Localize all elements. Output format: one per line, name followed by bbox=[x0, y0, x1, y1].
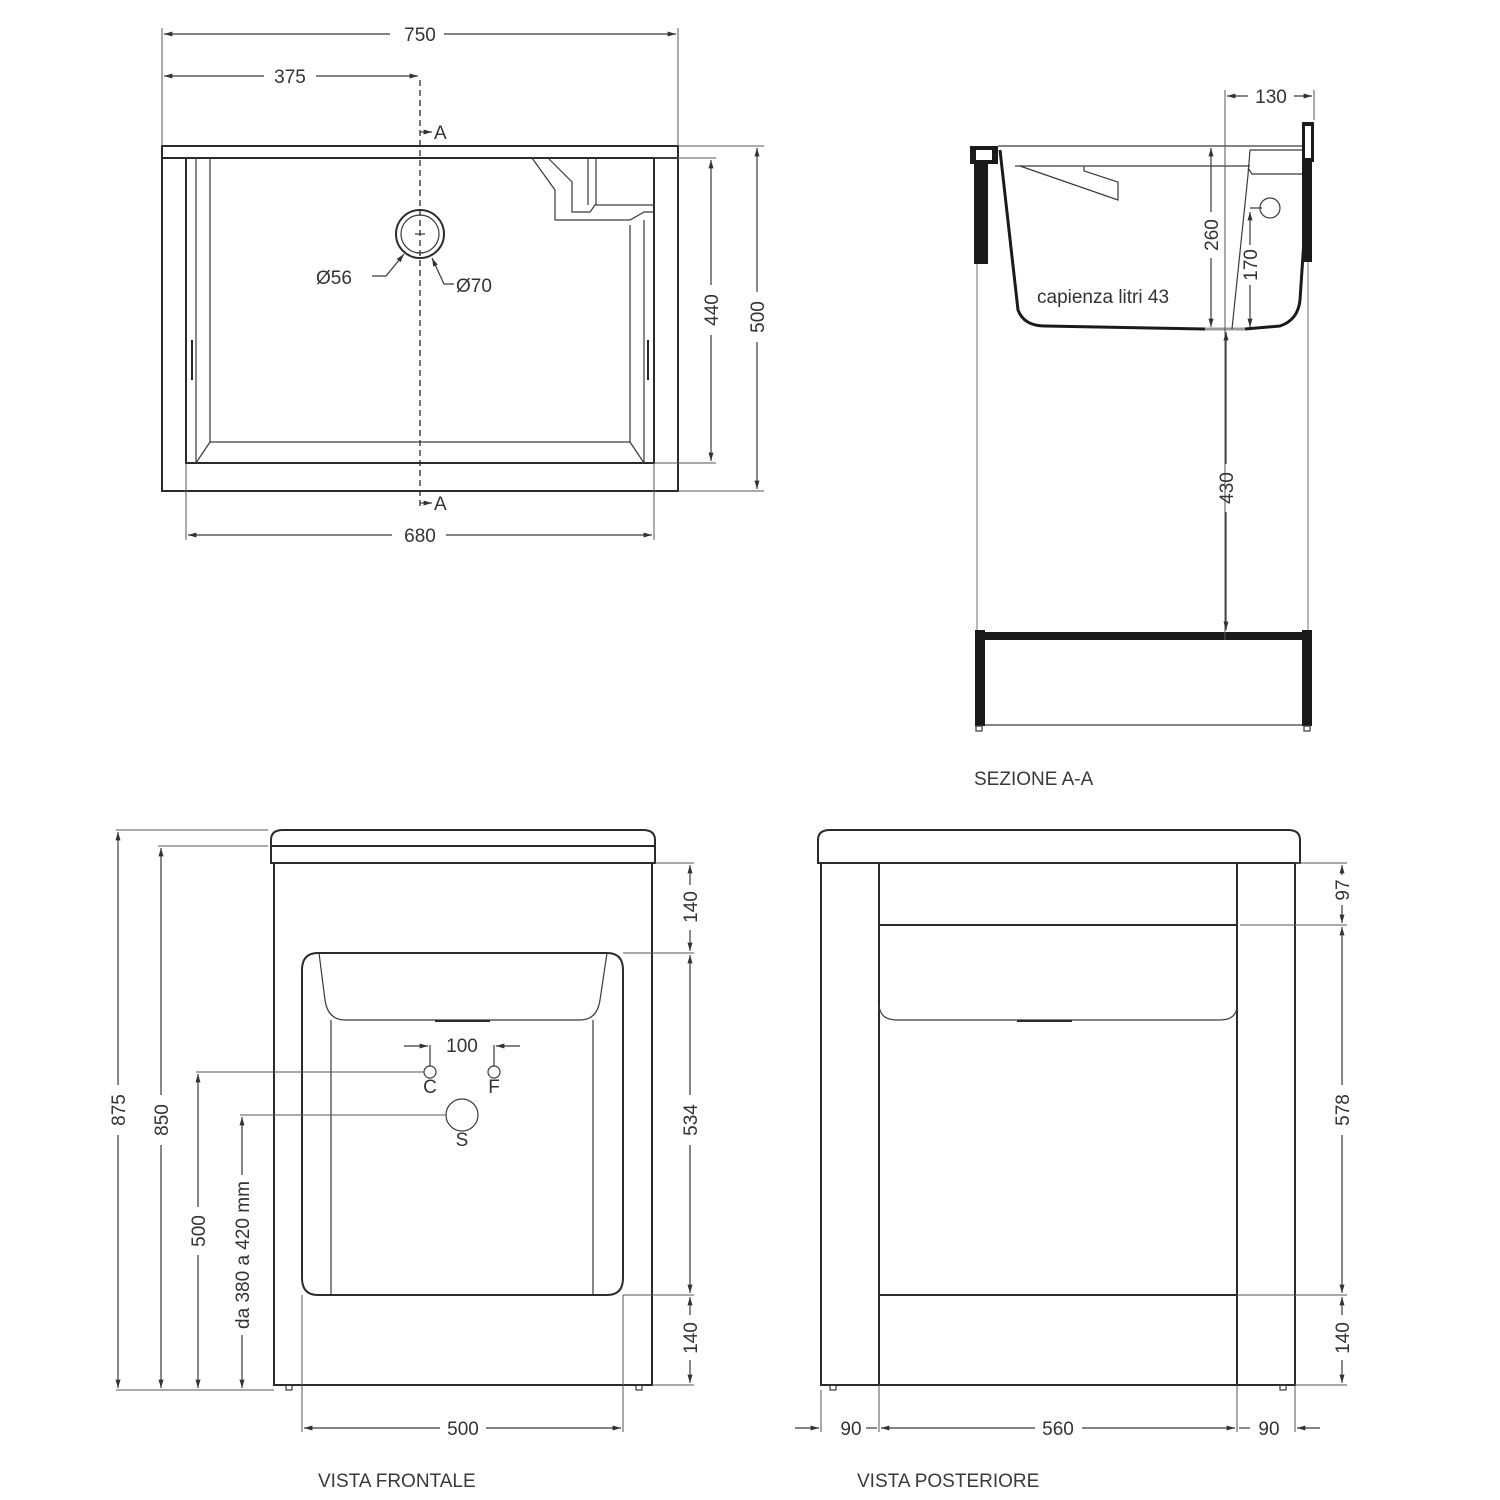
label-drain: S bbox=[456, 1130, 469, 1151]
dim-right-post: 90 bbox=[1258, 1419, 1279, 1440]
rear-view bbox=[795, 829, 1347, 1432]
section-title: SEZIONE A-A bbox=[974, 769, 1094, 790]
dim-front-bottom-band: 140 bbox=[681, 1322, 702, 1354]
dim-rear-top-band: 97 bbox=[1333, 879, 1354, 900]
front-door bbox=[301, 952, 624, 1296]
dim-opening-width: 560 bbox=[1042, 1419, 1074, 1440]
front-top bbox=[270, 829, 656, 864]
dim-inner-width: 680 bbox=[404, 526, 436, 547]
label-cold: F bbox=[488, 1077, 500, 1098]
rear-top bbox=[817, 829, 1301, 864]
section-view bbox=[970, 90, 1315, 732]
dim-rear-bottom-band: 140 bbox=[1333, 1322, 1354, 1354]
basin-profile bbox=[998, 149, 1306, 331]
dim-door-width: 500 bbox=[447, 1419, 479, 1440]
dim-supply-height: 500 bbox=[189, 1215, 210, 1247]
front-view bbox=[115, 829, 694, 1432]
label-hot: C bbox=[423, 1077, 437, 1098]
section-marker-top: A bbox=[434, 123, 447, 144]
dim-drain-inner: Ø56 bbox=[316, 268, 352, 289]
dim-overall-depth: 500 bbox=[748, 301, 769, 333]
dim-drain-height-range: da 380 a 420 mm bbox=[233, 1181, 254, 1329]
dim-overflow-height: 170 bbox=[1241, 249, 1262, 281]
dim-opening-height: 578 bbox=[1333, 1094, 1354, 1126]
dim-drain-outer: Ø70 bbox=[456, 276, 492, 297]
section-marker-bottom: A bbox=[434, 494, 447, 515]
front-title: VISTA FRONTALE bbox=[318, 1471, 476, 1492]
dim-overflow-offset: 130 bbox=[1255, 87, 1287, 108]
dim-body-height: 850 bbox=[152, 1104, 173, 1136]
rear-title: VISTA POSTERIORE bbox=[857, 1471, 1039, 1492]
capacity-label: capienza litri 43 bbox=[1037, 287, 1169, 308]
dim-basin-depth: 260 bbox=[1202, 219, 1223, 251]
dim-inner-depth: 440 bbox=[702, 294, 723, 326]
dim-door-height: 534 bbox=[681, 1104, 702, 1136]
top-view bbox=[161, 28, 764, 540]
dim-overall-width: 750 bbox=[404, 25, 436, 46]
dim-drain-to-shelf: 430 bbox=[1217, 472, 1238, 504]
dim-connection-spacing: 100 bbox=[446, 1036, 478, 1057]
dim-left-post: 90 bbox=[840, 1419, 861, 1440]
dim-total-height: 875 bbox=[109, 1094, 130, 1126]
dim-front-top-band: 140 bbox=[681, 891, 702, 923]
dim-center-offset: 375 bbox=[274, 67, 306, 88]
